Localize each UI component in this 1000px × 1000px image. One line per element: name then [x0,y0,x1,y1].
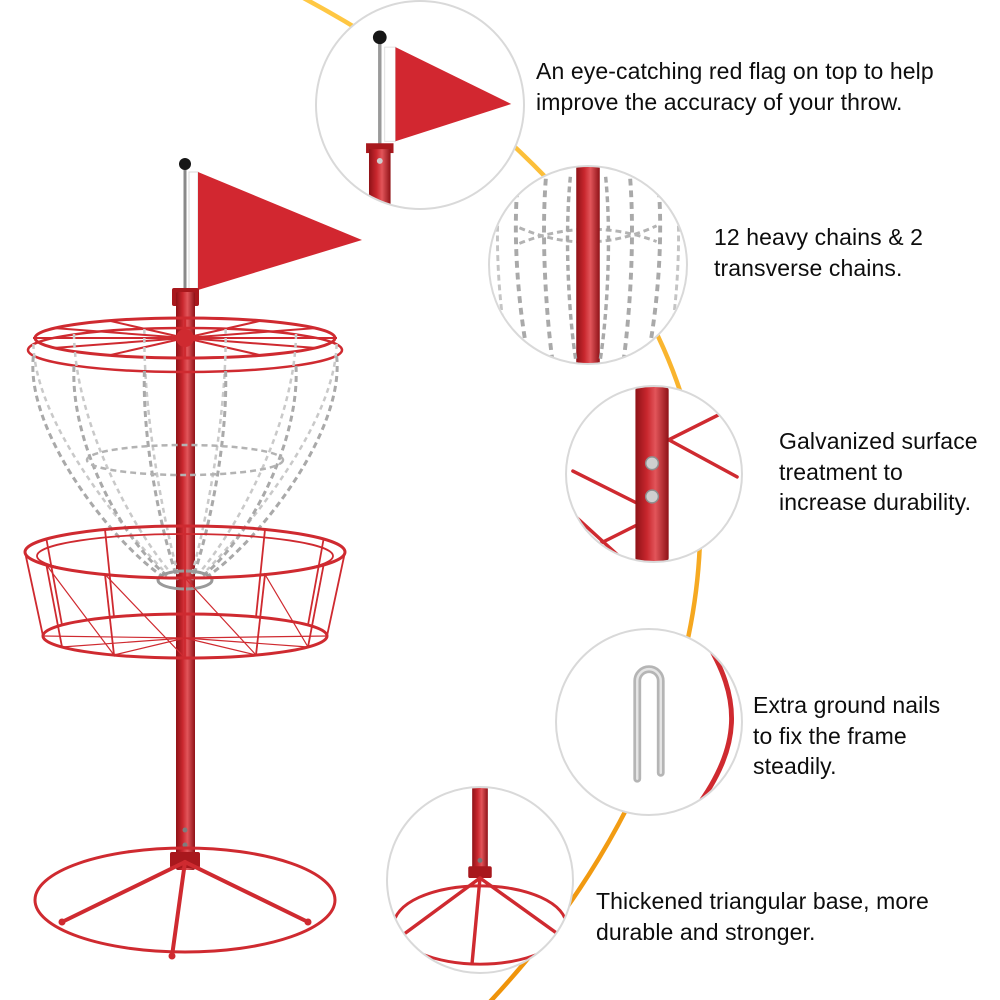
galvanized-pole-detail-image [571,387,739,561]
galvanized-detail-circle [565,385,743,563]
chains-caption: 12 heavy chains & 2 transverse chains. [714,224,924,281]
chains-detail-circle [488,165,688,365]
ground-nail-detail-image [633,636,735,810]
chains-detail-image [495,167,681,363]
disc-golf-basket-illustration [23,158,362,960]
product-basket [23,524,347,660]
product-base [33,846,337,960]
flag-detail-circle [315,0,525,210]
galvanized-caption: Galvanized surface treatment to increase… [779,428,978,516]
triangular-base-detail-image [392,788,568,966]
nails-detail-circle [555,628,743,816]
base-detail-circle [386,786,574,974]
base-caption: Thickened triangular base, more durable … [596,888,929,945]
red-flag-detail-image [366,30,512,207]
product-flag [179,158,362,300]
flag-caption: An eye-catching red flag on top to help … [536,58,934,115]
nails-caption: Extra ground nails to fix the frame stea… [753,692,941,780]
